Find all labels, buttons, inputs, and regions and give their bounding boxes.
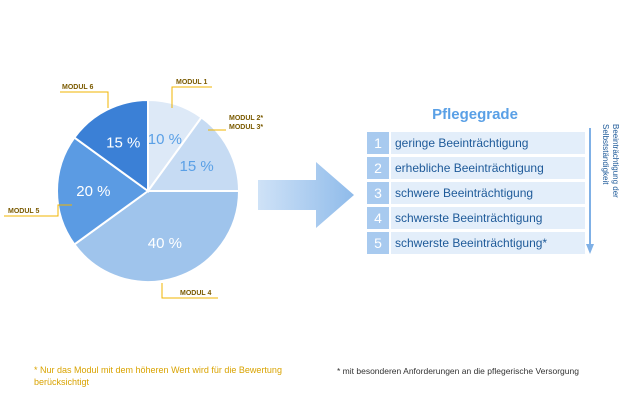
pie-pct-label-4: 20 %	[76, 183, 110, 200]
pflegegrad-number: 2	[367, 157, 389, 179]
pflegegrad-row-5: 5 schwerste Beeinträchtigung*	[367, 232, 585, 254]
pflegegrad-row-3: 3 schwere Beeinträchtigung	[367, 182, 585, 204]
pflegegrad-label: geringe Beeinträchtigung	[391, 132, 585, 154]
pflegegrade-title: Pflegegrade	[432, 106, 518, 123]
pie-slice-2	[146, 115, 241, 192]
module-label-4: MODUL 5	[8, 208, 39, 215]
pflegegrad-number: 1	[367, 132, 389, 154]
pflegegrad-label: schwere Beeinträchtigung	[391, 182, 585, 204]
pie-pct-label-1: 10 %	[148, 131, 182, 148]
pie-slice-3	[72, 190, 241, 283]
pflegegrad-label: schwerste Beeinträchtigung	[391, 207, 585, 229]
pflegegrad-number: 3	[367, 182, 389, 204]
pflegegrade-list: 1 geringe Beeinträchtigung 2 erhebliche …	[367, 132, 585, 257]
footnote-pflegegrad: * mit besonderen Anforderungen an die pf…	[337, 366, 579, 376]
selbststaendigkeit-label: Beeinträchtigung der Selbstständigkeit	[601, 124, 620, 198]
pie-pct-label-5: 15 %	[106, 134, 140, 151]
pflegegrad-number: 5	[367, 232, 389, 254]
pie-pct-label-2: 15 %	[180, 158, 214, 175]
leader-line-4	[4, 204, 72, 217]
pflegegrad-number: 4	[367, 207, 389, 229]
pflegegrad-row-2: 2 erhebliche Beeinträchtigung	[367, 157, 585, 179]
leader-line-5	[60, 91, 109, 108]
leader-line-3	[161, 283, 218, 299]
pie-slice-4	[56, 136, 150, 246]
arrow-right-icon	[258, 162, 354, 228]
module-label-3: MODUL 4	[180, 290, 211, 297]
pflegegrad-label: erhebliche Beeinträchtigung	[391, 157, 585, 179]
module-label-5: MODUL 6	[62, 84, 93, 91]
pflegegrad-label: schwerste Beeinträchtigung*	[391, 232, 585, 254]
leader-line-1	[171, 86, 212, 108]
module-label-1: MODUL 1	[176, 79, 207, 86]
module-label-2: MODUL 2*MODUL 3*	[229, 115, 263, 131]
pflegegrad-row-4: 4 schwerste Beeinträchtigung	[367, 207, 585, 229]
arrow-down-icon	[586, 128, 594, 254]
pie-pct-label-3: 40 %	[148, 235, 182, 252]
footnote-modules: * Nur das Modul mit dem höheren Wert wir…	[34, 365, 282, 387]
pflegegrad-row-1: 1 geringe Beeinträchtigung	[367, 132, 585, 154]
pie-slice-5	[72, 98, 149, 193]
